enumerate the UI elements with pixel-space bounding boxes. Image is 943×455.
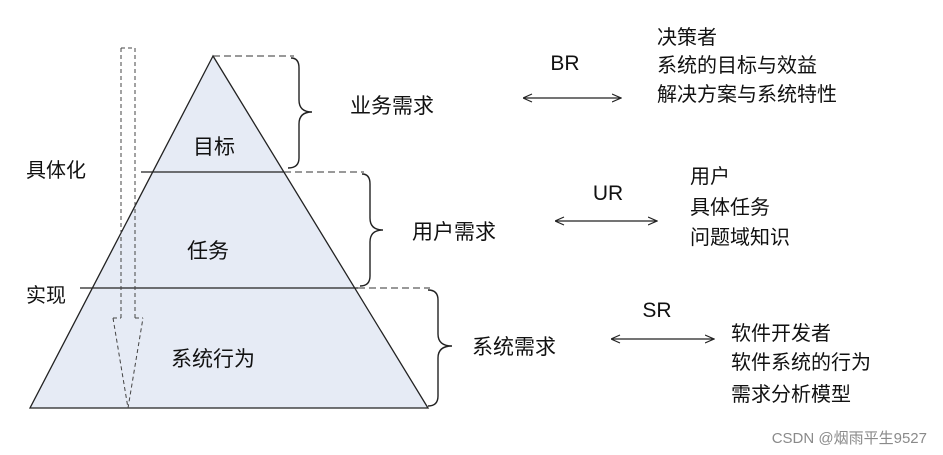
brace-system xyxy=(427,289,453,407)
watermark: CSDN @烟雨平生9527 xyxy=(772,430,927,447)
brace-business xyxy=(287,57,313,169)
sr-detail-2: 软件系统的行为 xyxy=(731,350,871,374)
sr-detail-3: 需求分析模型 xyxy=(731,382,851,406)
brace-user xyxy=(359,173,384,287)
level-label-task: 任务 xyxy=(187,239,229,263)
downward-dashed-arrow xyxy=(112,47,144,409)
br-detail-3: 解决方案与系统特性 xyxy=(657,82,837,106)
br-detail-2: 系统的目标与效益 xyxy=(657,53,817,77)
side-label-implement: 实现 xyxy=(26,283,66,307)
level-label-goal: 目标 xyxy=(193,135,235,159)
ur-detail-2: 具体任务 xyxy=(690,195,770,219)
sr-detail-1: 软件开发者 xyxy=(731,321,831,345)
ur-detail-3: 问题域知识 xyxy=(690,225,790,249)
code-sr: SR xyxy=(642,299,671,322)
code-br: BR xyxy=(550,52,579,75)
ur-detail-1: 用户 xyxy=(690,164,730,188)
brace-label-user-requirements: 用户需求 xyxy=(412,220,496,244)
brace-label-system-requirements: 系统需求 xyxy=(472,335,556,359)
side-label-concretize: 具体化 xyxy=(26,158,86,182)
dashed-connectors xyxy=(213,55,430,289)
code-ur: UR xyxy=(593,182,623,205)
level-label-system-behavior: 系统行为 xyxy=(171,347,255,371)
br-detail-1: 决策者 xyxy=(657,25,717,49)
brace-label-business-requirements: 业务需求 xyxy=(350,94,434,118)
